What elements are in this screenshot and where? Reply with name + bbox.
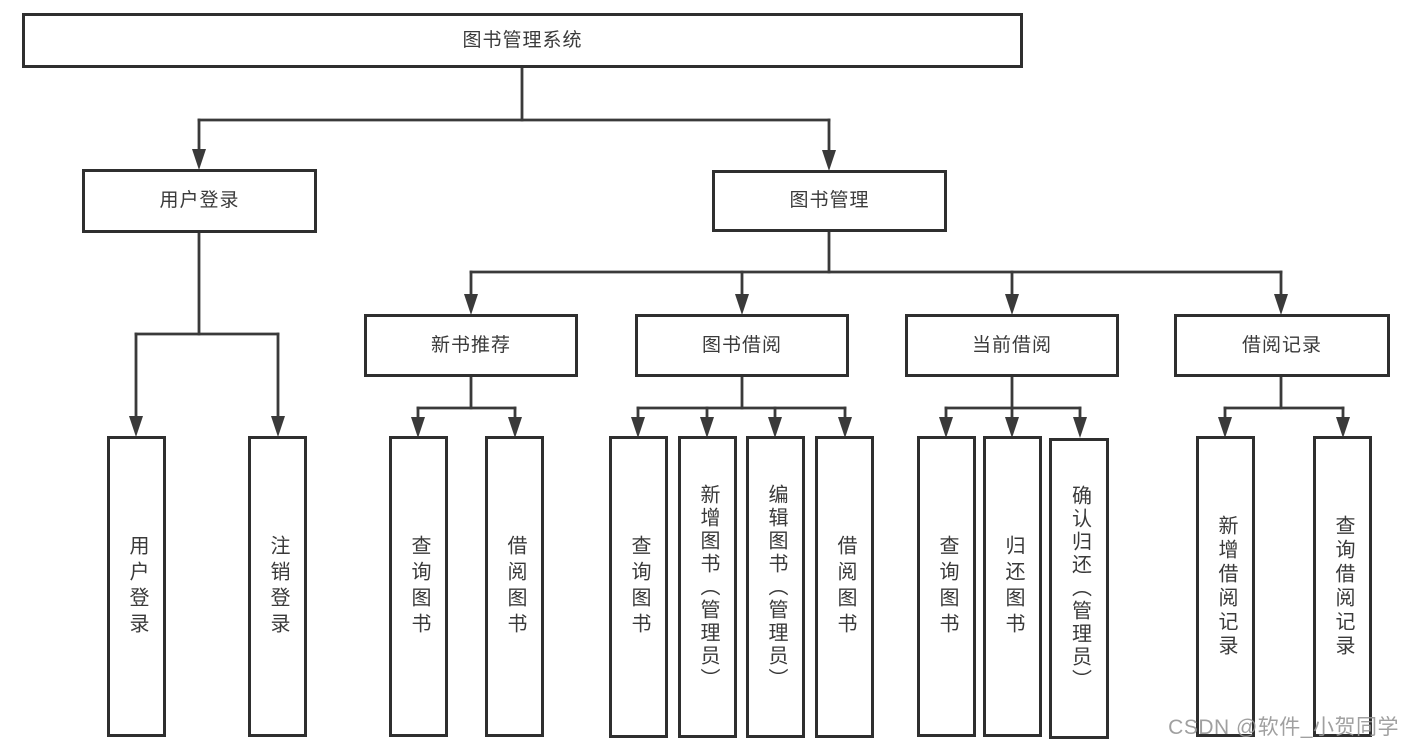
arrowhead [129, 416, 143, 437]
arrowhead [1005, 417, 1019, 438]
leaf-records-query-record: 查询借阅记录 [1313, 436, 1372, 737]
arrowhead [1005, 294, 1019, 315]
arrowhead [192, 149, 206, 170]
root-node-library-system: 图书管理系统 [22, 13, 1023, 68]
arrowhead [1336, 417, 1350, 438]
arrowhead [1073, 417, 1087, 438]
node-book-management: 图书管理 [712, 170, 947, 232]
arrowhead [411, 417, 425, 438]
connector-root [192, 64, 836, 171]
node-book-borrow: 图书借阅 [635, 314, 849, 377]
leaf-borrow-edit-books-admin: 编辑图书（管理员） [746, 436, 805, 738]
leaf-records-add-record: 新增借阅记录 [1196, 436, 1255, 737]
leaf-user-login: 用户登录 [107, 436, 166, 737]
csdn-watermark: CSDN @软件_小贺同学 [1168, 716, 1399, 739]
node-user-login: 用户登录 [82, 169, 317, 233]
connector-new-book-recommend [411, 373, 522, 438]
connector-user-login [129, 228, 285, 437]
arrowhead [768, 417, 782, 438]
leaf-recommend-borrow-books: 借阅图书 [485, 436, 544, 737]
arrowhead [838, 417, 852, 438]
arrowhead [464, 294, 478, 315]
leaf-borrow-add-books-admin: 新增图书（管理员） [678, 436, 737, 738]
leaf-borrow-borrow-books: 借阅图书 [815, 436, 874, 738]
connector-borrow-records [1218, 373, 1350, 438]
leaf-recommend-query-books: 查询图书 [389, 436, 448, 737]
leaf-current-query-books: 查询图书 [917, 436, 976, 737]
arrowhead [735, 294, 749, 315]
connector-book-management [464, 227, 1288, 315]
arrowhead [939, 417, 953, 438]
leaf-borrow-query-books: 查询图书 [609, 436, 668, 738]
arrowhead [631, 417, 645, 438]
arrowhead [271, 416, 285, 437]
arrowhead [508, 417, 522, 438]
arrowhead [1274, 294, 1288, 315]
arrowhead [700, 417, 714, 438]
connector-book-borrow [631, 373, 852, 438]
leaf-logout: 注销登录 [248, 436, 307, 737]
connector-current-borrow [939, 373, 1087, 438]
node-borrow-records: 借阅记录 [1174, 314, 1390, 377]
leaf-current-confirm-return-admin: 确认归还（管理员） [1049, 438, 1109, 739]
arrowhead [1218, 417, 1232, 438]
node-current-borrow: 当前借阅 [905, 314, 1119, 377]
leaf-current-return-books: 归还图书 [983, 436, 1042, 737]
node-new-book-recommend: 新书推荐 [364, 314, 578, 377]
arrowhead [822, 150, 836, 171]
